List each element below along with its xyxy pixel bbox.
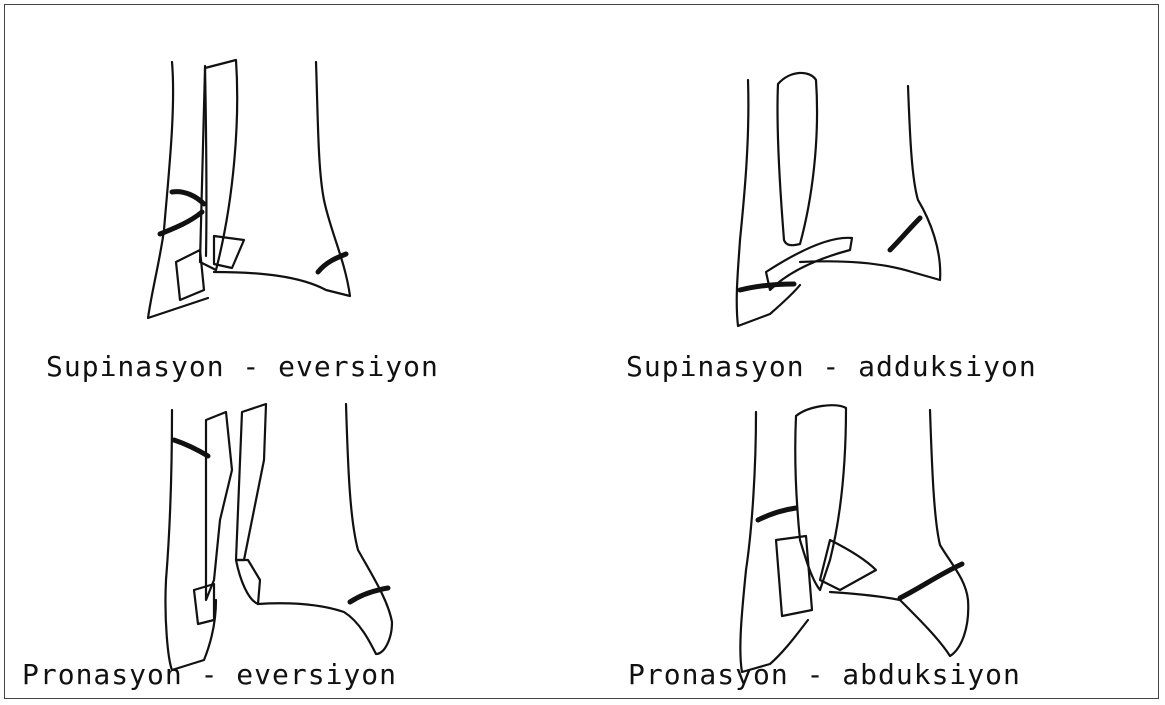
- hatched-region-2: [176, 250, 204, 300]
- tibia-outline: [258, 404, 392, 654]
- fibula-outline: [740, 412, 808, 672]
- caption-supination-eversion: Supinasyon - eversiyon: [46, 350, 439, 383]
- ankle-drawing-supination-adduction: [737, 73, 940, 326]
- tibia-outline: [830, 410, 968, 656]
- caption-pronation-eversion: Pronasyon - eversiyon: [22, 658, 397, 691]
- hatched-region-2: [776, 536, 812, 616]
- hatched-region-1: [795, 405, 846, 590]
- caption-supination-adduction: Supinasyon - adduksiyon: [626, 350, 1037, 383]
- hatched-region-3: [236, 560, 260, 604]
- fracture-lines: [758, 508, 962, 598]
- tibia-outline: [800, 86, 940, 280]
- fracture-lines: [160, 192, 346, 272]
- ankle-drawing-pronation-abduction: [740, 405, 968, 672]
- hatched-region-1: [777, 73, 817, 245]
- hatched-region-2: [236, 404, 266, 560]
- hatched-region-1: [206, 412, 232, 600]
- caption-pronation-abduction: Pronasyon - abduksiyon: [628, 658, 1021, 691]
- ankle-drawing-pronation-eversion: [165, 404, 392, 670]
- ankle-drawing-supination-eversion: [148, 60, 350, 318]
